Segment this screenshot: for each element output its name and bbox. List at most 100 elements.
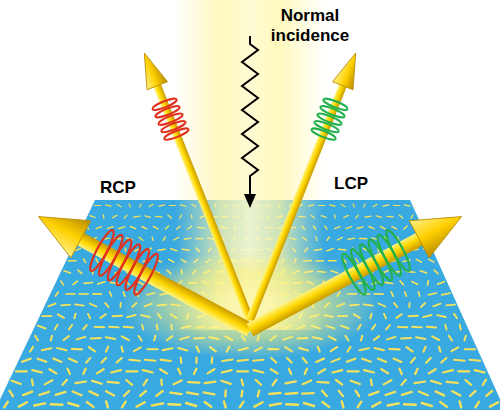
nanorod (327, 237, 329, 240)
nanorod (4, 402, 8, 408)
nanorod (405, 292, 407, 296)
nanorod (109, 326, 119, 329)
nanorod (106, 391, 114, 395)
nanorod (96, 227, 102, 229)
nanorod (286, 381, 296, 383)
nanorod (142, 227, 147, 229)
nanorod (161, 360, 171, 361)
nanorod (72, 348, 82, 350)
nanorod (51, 336, 52, 341)
nanorod (420, 271, 427, 273)
nanorod (124, 215, 127, 218)
nanorod (69, 325, 72, 330)
nanorod (287, 358, 292, 363)
nanorod (399, 215, 402, 218)
nanorod (19, 402, 27, 406)
nanorod (42, 348, 51, 350)
nanorod (68, 369, 70, 374)
nanorod (63, 380, 67, 385)
nanorod (447, 382, 458, 383)
nanorod (56, 292, 59, 296)
nanorod (88, 314, 90, 319)
nanorod (270, 403, 281, 405)
nanorod (9, 391, 13, 397)
nanorod (429, 259, 434, 262)
nanorod (486, 391, 492, 396)
nanorod (159, 205, 165, 206)
nanorod (369, 392, 378, 395)
nanorod (372, 325, 375, 330)
nanorod (224, 402, 226, 408)
nanorod (418, 292, 419, 296)
nanorod (186, 403, 196, 406)
nanorod (460, 402, 462, 408)
nanorod (130, 227, 135, 229)
nanorod (365, 216, 371, 217)
nanorod (256, 380, 261, 385)
nanorod (122, 402, 126, 408)
nanorod (113, 315, 122, 317)
nanorod (356, 391, 360, 397)
nanorod (378, 359, 386, 362)
nanorod (342, 402, 344, 408)
nanorod (376, 216, 382, 218)
nanorod (303, 381, 312, 385)
nanorod (427, 281, 429, 285)
nanorod (303, 358, 307, 363)
incidence-label: Normal incidence (262, 6, 358, 46)
nanorod (375, 348, 384, 350)
nanorod (421, 303, 425, 307)
nanorod (383, 205, 389, 206)
nanorod (211, 358, 214, 363)
nanorod (38, 326, 46, 329)
nanorod (269, 393, 280, 394)
nanorod (412, 326, 422, 329)
nanorod (328, 260, 336, 262)
nanorod (429, 369, 436, 373)
nanorod (127, 370, 138, 372)
nanorod (416, 259, 421, 262)
nanorod (39, 392, 49, 395)
nanorod (419, 392, 428, 396)
nanorod (195, 358, 197, 363)
nanorod (66, 293, 75, 295)
nanorod (333, 370, 343, 372)
nanorod (139, 237, 143, 240)
nanorod (58, 314, 64, 318)
nanorod (388, 403, 399, 405)
nanorod (35, 336, 38, 341)
nanorod (145, 360, 155, 361)
nanorod (224, 391, 227, 397)
nanorod (149, 204, 153, 206)
nanorod (61, 281, 64, 285)
nanorod (335, 227, 341, 229)
nanorod (237, 370, 248, 372)
nanorod (458, 370, 469, 372)
nanorod (30, 347, 33, 352)
nanorod (145, 216, 151, 218)
nanorod (117, 204, 121, 206)
nanorod (339, 391, 343, 396)
nanorod (411, 358, 415, 363)
incident-wave-symbol (242, 36, 258, 196)
nanorod (112, 215, 117, 217)
nanorod (446, 304, 455, 307)
polarization-label: RCP (100, 178, 136, 198)
nanorod (438, 282, 445, 284)
nanorod (64, 271, 71, 273)
nanorod (404, 205, 410, 206)
nanorod (384, 380, 392, 384)
nanorod (96, 259, 98, 263)
nanorod (122, 347, 123, 352)
nanorod (372, 402, 380, 406)
nanorod (351, 381, 360, 384)
nanorod (323, 402, 330, 407)
nanorod (42, 315, 51, 317)
nanorod (53, 359, 61, 362)
nanorod (16, 370, 27, 372)
nanorod (386, 392, 396, 395)
nanorod (358, 402, 362, 408)
nanorod (440, 402, 447, 407)
